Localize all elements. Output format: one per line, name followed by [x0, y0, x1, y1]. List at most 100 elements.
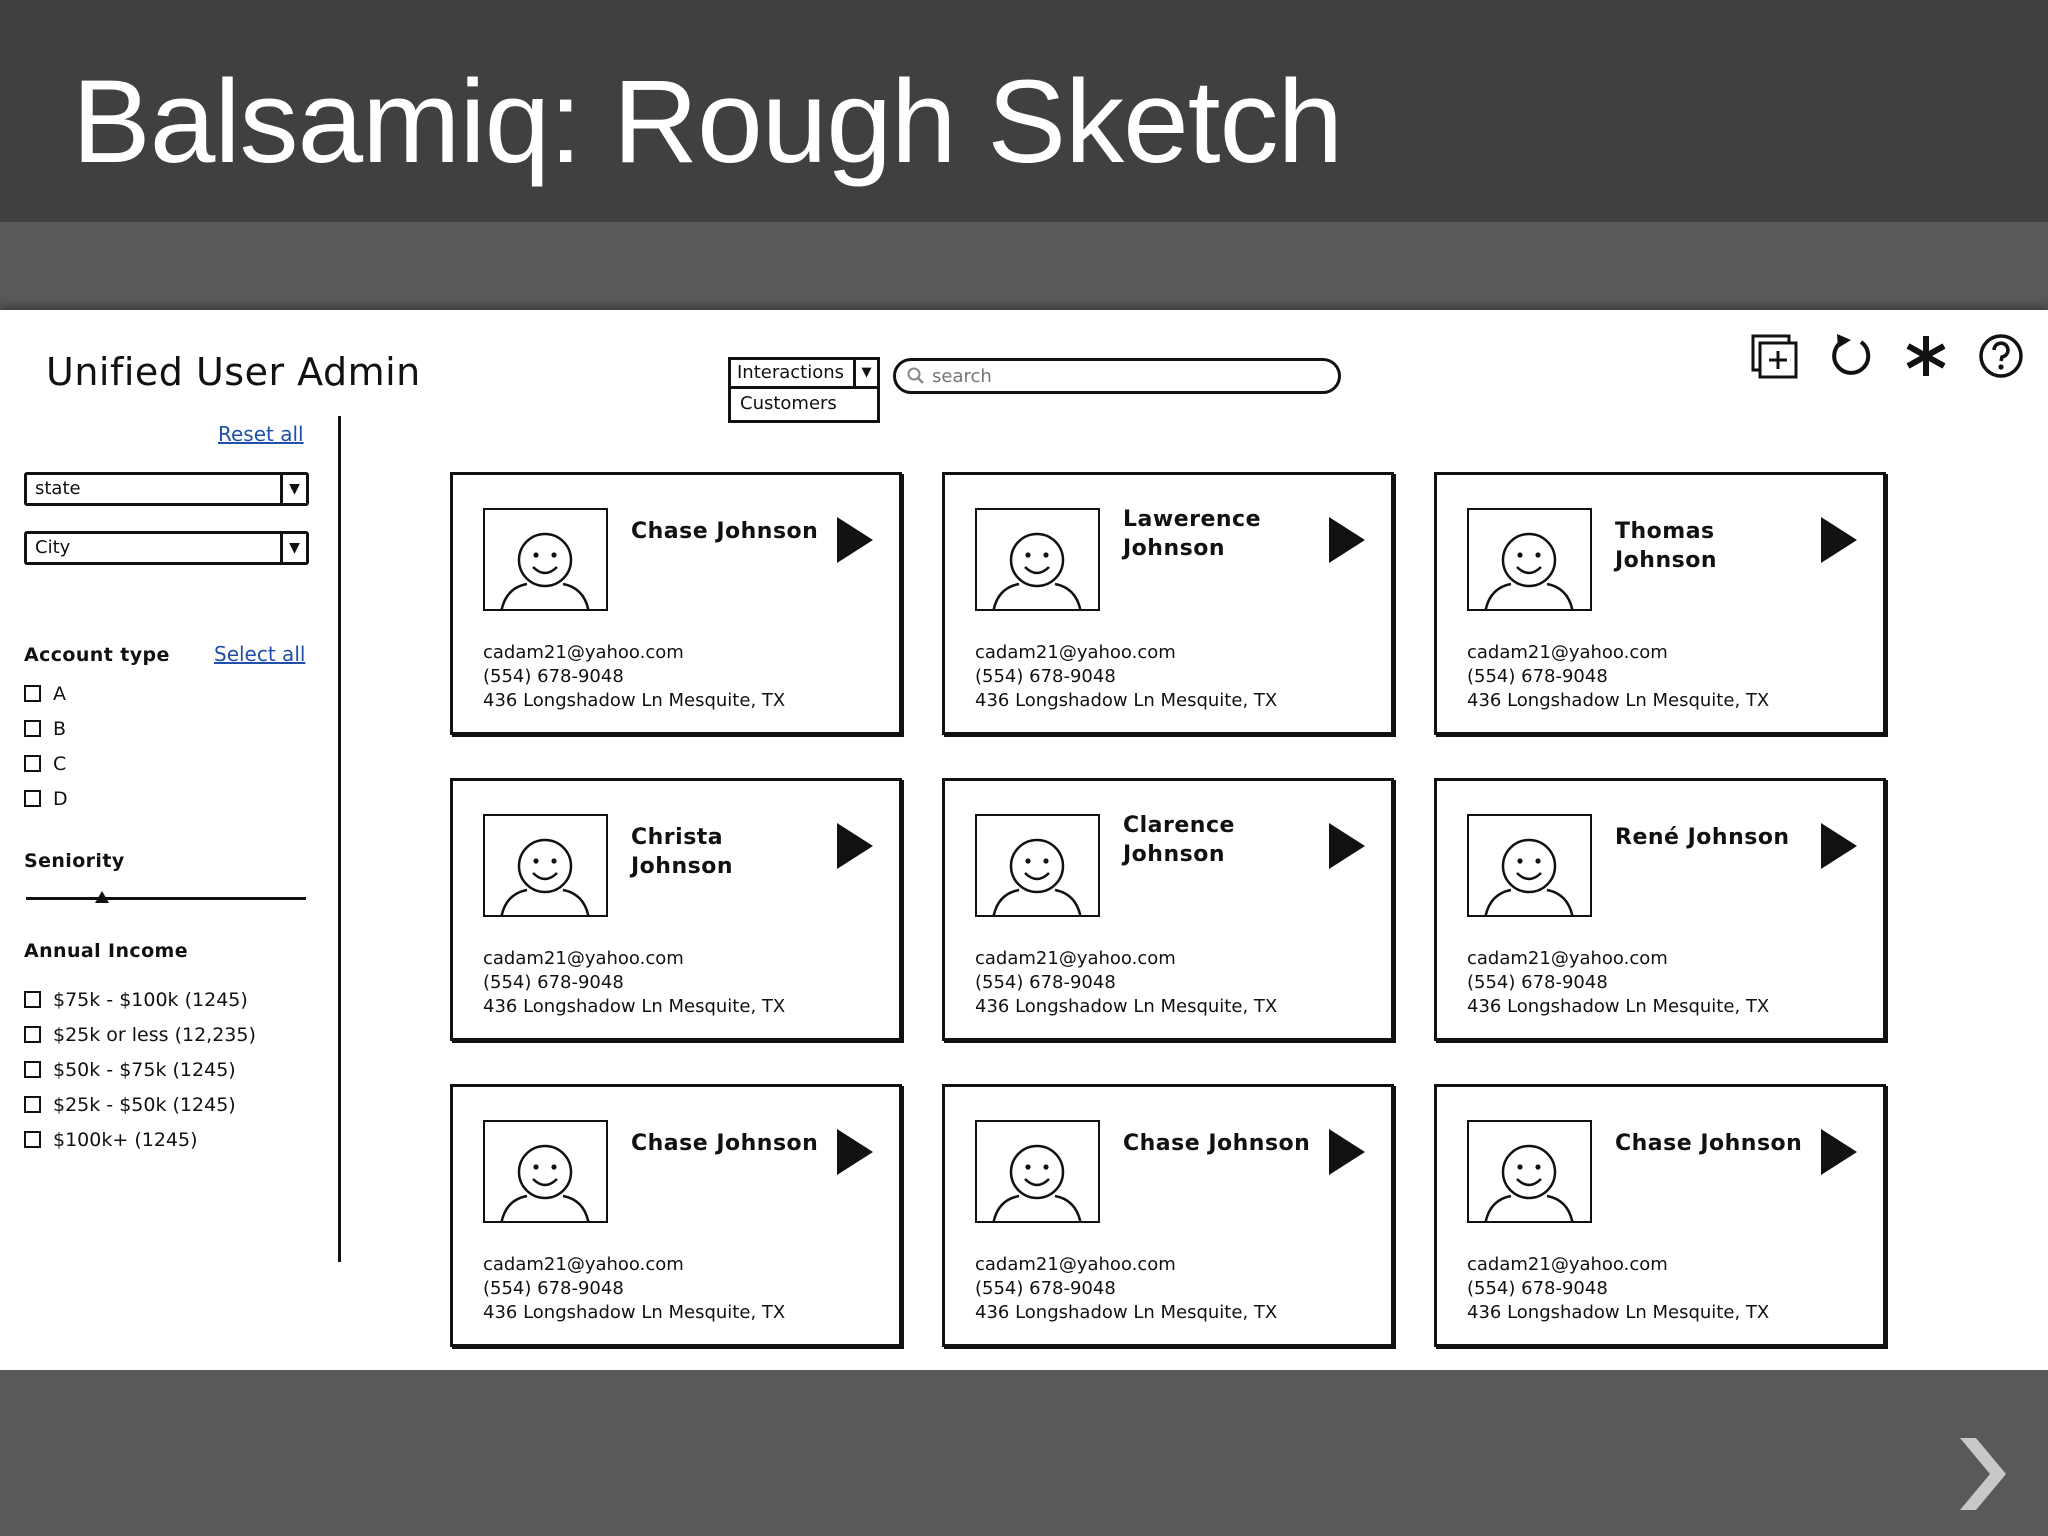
checkbox-icon: [24, 790, 41, 807]
slider-thumb[interactable]: [94, 891, 109, 903]
asterisk-icon[interactable]: [1900, 330, 1952, 382]
checkbox-label: C: [53, 752, 67, 775]
customer-address: 436 Longshadow Ln Mesquite, TX: [1467, 690, 1770, 711]
reset-all-link[interactable]: Reset all: [218, 422, 304, 446]
avatar: [483, 814, 608, 917]
checkbox-icon: [24, 685, 41, 702]
checkbox-icon: [24, 991, 41, 1008]
annual-income-heading: Annual Income: [24, 940, 189, 962]
customer-email: cadam21@yahoo.com: [1467, 642, 1668, 663]
combo-selected-value: Interactions: [737, 362, 845, 383]
customer-card[interactable]: Thomas Johnson cadam21@yahoo.com (554) 678…: [1434, 472, 1886, 735]
play-arrow-icon[interactable]: [1821, 1129, 1857, 1175]
seniority-slider[interactable]: [26, 888, 306, 908]
customer-address: 436 Longshadow Ln Mesquite, TX: [975, 690, 1278, 711]
help-icon[interactable]: [1975, 330, 2027, 382]
income-checkbox[interactable]: $100k+ (1245): [24, 1122, 256, 1157]
customer-email: cadam21@yahoo.com: [483, 1254, 684, 1275]
play-arrow-icon[interactable]: [1329, 1129, 1365, 1175]
play-arrow-icon[interactable]: [1329, 823, 1365, 869]
customer-card[interactable]: René Johnson cadam21@yahoo.com (554) 678-9…: [1434, 778, 1886, 1041]
chevron-down-icon: ▼: [280, 475, 306, 503]
state-select-value: state: [35, 478, 81, 499]
slide-title: Balsamiq: Rough Sketch: [72, 56, 1343, 188]
wireframe-mockup: Unified User Admin Reset all state ▼ Cit…: [0, 310, 2048, 1370]
play-arrow-icon[interactable]: [837, 517, 873, 563]
view-combo-box[interactable]: Interactions ▼: [728, 357, 880, 389]
chevron-down-icon: ▼: [280, 534, 306, 562]
chevron-down-icon: ▼: [853, 360, 877, 386]
customer-email: cadam21@yahoo.com: [975, 1254, 1176, 1275]
account-type-checkbox[interactable]: B: [24, 711, 68, 746]
search-input[interactable]: [932, 365, 1312, 387]
income-checkbox[interactable]: $50k - $75k (1245): [24, 1052, 256, 1087]
checkbox-icon: [24, 1096, 41, 1113]
city-select-value: City: [35, 537, 71, 558]
customer-name: René Johnson: [1615, 823, 1805, 852]
avatar: [483, 1120, 608, 1223]
customer-phone: (554) 678-9048: [1467, 972, 1608, 993]
checkbox-icon: [24, 720, 41, 737]
play-arrow-icon[interactable]: [1821, 517, 1857, 563]
avatar: [1467, 814, 1592, 917]
customer-name-line: Chase Johnson: [631, 519, 819, 544]
customer-address: 436 Longshadow Ln Mesquite, TX: [483, 690, 786, 711]
customer-phone: (554) 678-9048: [1467, 1278, 1608, 1299]
customer-name-line: Clarence: [1123, 813, 1235, 838]
customer-email: cadam21@yahoo.com: [483, 642, 684, 663]
customer-phone: (554) 678-9048: [1467, 666, 1608, 687]
account-type-checkbox[interactable]: C: [24, 746, 68, 781]
refresh-icon[interactable]: [1825, 330, 1877, 382]
income-checkbox[interactable]: $25k or less (12,235): [24, 1017, 256, 1052]
add-window-icon[interactable]: [1749, 330, 1801, 382]
customer-address: 436 Longshadow Ln Mesquite, TX: [483, 996, 786, 1017]
checkbox-icon: [24, 1061, 41, 1078]
select-all-link[interactable]: Select all: [214, 642, 306, 666]
next-slide-chevron-icon[interactable]: [1954, 1434, 2014, 1514]
customer-email: cadam21@yahoo.com: [1467, 948, 1668, 969]
avatar: [483, 508, 608, 611]
customer-info: cadam21@yahoo.com (554) 678-9048 436 Longs…: [1467, 641, 1769, 713]
play-arrow-icon[interactable]: [1329, 517, 1365, 563]
customer-name-line: Christa Johnson: [631, 825, 733, 879]
slide-band: [0, 222, 2048, 310]
play-arrow-icon[interactable]: [1821, 823, 1857, 869]
customer-phone: (554) 678-9048: [483, 666, 624, 687]
customer-name-line: Thomas Johnson: [1615, 519, 1717, 573]
customer-info: cadam21@yahoo.com (554) 678-9048 436 Longs…: [483, 641, 785, 713]
combo-option-customers[interactable]: Customers: [728, 389, 880, 423]
avatar: [1467, 1120, 1592, 1223]
account-type-checkbox[interactable]: D: [24, 781, 68, 816]
account-type-checkbox[interactable]: A: [24, 676, 68, 711]
search-box[interactable]: [893, 358, 1341, 394]
state-select[interactable]: state ▼: [24, 472, 309, 506]
customer-phone: (554) 678-9048: [483, 972, 624, 993]
customer-card[interactable]: Chase Johnson cadam21@yahoo.com (554) 678-…: [450, 472, 902, 735]
play-arrow-icon[interactable]: [837, 823, 873, 869]
avatar: [975, 814, 1100, 917]
checkbox-label: $50k - $75k (1245): [53, 1058, 236, 1081]
city-select[interactable]: City ▼: [24, 531, 309, 565]
checkbox-label: B: [53, 717, 67, 740]
account-type-list: A B C D: [24, 676, 68, 816]
customer-name-line: Lawerence: [1123, 507, 1262, 532]
income-checkbox[interactable]: $75k - $100k (1245): [24, 982, 256, 1017]
account-type-heading: Account type: [24, 644, 170, 666]
play-arrow-icon[interactable]: [837, 1129, 873, 1175]
income-checkbox[interactable]: $25k - $50k (1245): [24, 1087, 256, 1122]
customer-name: Chase Johnson: [631, 1129, 821, 1158]
customer-address: 436 Longshadow Ln Mesquite, TX: [975, 996, 1278, 1017]
